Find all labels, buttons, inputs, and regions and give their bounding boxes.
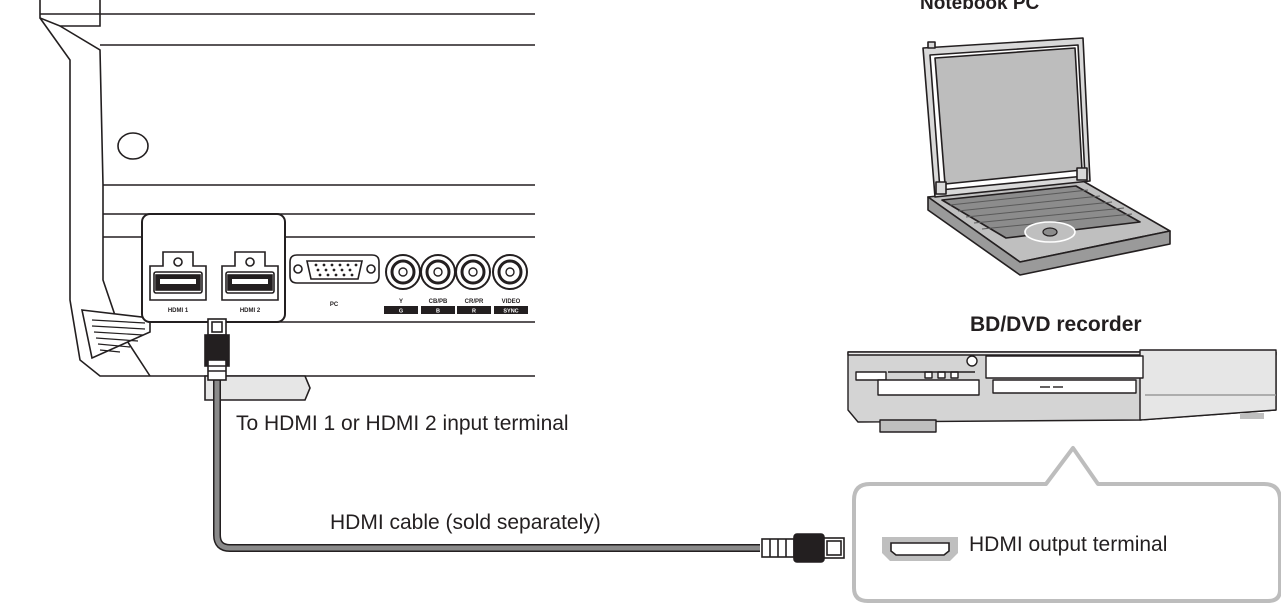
g-jack-label: G <box>399 309 403 315</box>
sync-jack-label: SYNC <box>503 309 518 315</box>
projector-rear-panel <box>39 0 535 401</box>
hdmi-2-port <box>221 251 279 301</box>
hdmi-cable <box>213 378 760 552</box>
bd-dvd-recorder-illustration <box>847 349 1277 433</box>
pc-port-pins <box>314 263 358 277</box>
bd-dvd-recorder-title: BD/DVD recorder <box>970 313 1142 336</box>
input-terminal-label: To HDMI 1 or HDMI 2 input terminal <box>236 412 569 435</box>
cb-jack-label: CB/PB <box>429 299 448 305</box>
cr-jack-label: CR/PR <box>465 299 484 305</box>
hdmi-plug-projector-end <box>204 318 230 381</box>
hdmi-1-port <box>149 251 207 301</box>
hdmi-output-port-icon <box>882 537 958 561</box>
b-jack-label: B <box>436 309 440 315</box>
notebook-pc-illustration <box>922 37 1171 276</box>
pc-jack-label: PC <box>330 302 339 308</box>
output-terminal-callout <box>852 446 1281 603</box>
hdmi-plug-device-end <box>761 533 845 563</box>
output-terminal-label: HDMI output terminal <box>969 533 1168 556</box>
notebook-pc-title: Notebook PC <box>920 0 1040 14</box>
video-jack-label: VIDEO <box>502 299 521 305</box>
r-jack-label: R <box>472 309 476 315</box>
rca-jacks <box>385 254 528 290</box>
rca-label-bars <box>384 306 528 314</box>
projector-grille <box>91 319 146 353</box>
hdmi-1-jack-label: HDMI 1 <box>168 308 189 314</box>
y-jack-label: Y <box>399 299 403 305</box>
hdmi-2-jack-label: HDMI 2 <box>240 308 261 314</box>
hdmi-cable-label: HDMI cable (sold separately) <box>330 511 601 534</box>
